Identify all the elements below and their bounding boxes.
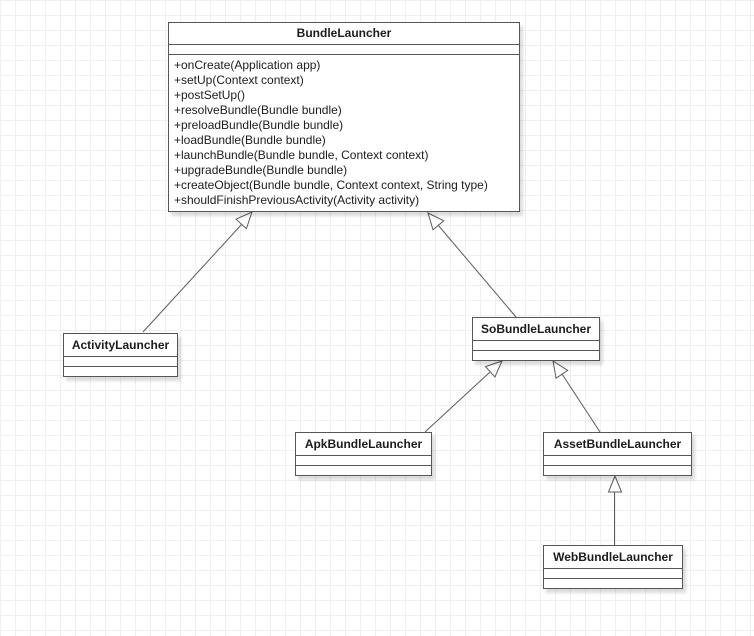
class-box-activitylauncher[interactable]: ActivityLauncher	[63, 333, 178, 377]
attributes-compartment	[64, 357, 177, 367]
class-box-assetbundlelauncher[interactable]: AssetBundleLauncher	[543, 432, 692, 476]
method-item: +setUp(Context context)	[174, 73, 304, 87]
class-title: ApkBundleLauncher	[296, 433, 431, 456]
method-item: +resolveBundle(Bundle bundle)	[174, 103, 342, 117]
class-title: WebBundleLauncher	[544, 546, 682, 569]
class-title: SoBundleLauncher	[473, 318, 599, 341]
attributes-compartment	[296, 456, 431, 466]
method-item: +shouldFinishPreviousActivity(Activity a…	[174, 193, 420, 207]
method-item: +loadBundle(Bundle bundle)	[174, 133, 326, 147]
class-title: ActivityLauncher	[64, 334, 177, 357]
class-box-sobundlelauncher[interactable]: SoBundleLauncher	[472, 317, 600, 361]
method-item: +createObject(Bundle bundle, Context con…	[174, 178, 488, 192]
attributes-compartment	[473, 341, 599, 351]
class-box-bundlelauncher[interactable]: BundleLauncher +onCreate(Application app…	[168, 22, 520, 212]
method-item: +onCreate(Application app)	[174, 58, 321, 72]
method-item: +upgradeBundle(Bundle bundle)	[174, 163, 348, 177]
class-box-apkbundlelauncher[interactable]: ApkBundleLauncher	[295, 432, 432, 476]
methods-compartment	[544, 579, 682, 588]
generalization-arrow-apk-to-so[interactable]	[424, 360, 503, 433]
attributes-compartment	[544, 456, 691, 466]
attributes-compartment	[544, 569, 682, 579]
class-title: BundleLauncher	[169, 23, 519, 45]
generalization-arrow-web-to-asset[interactable]	[607, 474, 623, 545]
methods-compartment	[544, 466, 691, 475]
class-title: AssetBundleLauncher	[544, 433, 691, 456]
class-box-webbundlelauncher[interactable]: WebBundleLauncher	[543, 545, 683, 589]
generalization-arrow-activity-to-bundle[interactable]	[142, 211, 253, 333]
methods-compartment: +onCreate(Application app) +setUp(Contex…	[169, 55, 519, 211]
generalization-arrow-so-to-bundle[interactable]	[427, 212, 517, 318]
method-item: +postSetUp()	[174, 88, 246, 102]
method-item: +launchBundle(Bundle bundle, Context con…	[174, 148, 429, 162]
methods-compartment	[473, 351, 599, 360]
attributes-compartment	[169, 45, 519, 55]
methods-compartment	[296, 466, 431, 475]
method-item: +preloadBundle(Bundle bundle)	[174, 118, 344, 132]
methods-compartment	[64, 367, 177, 376]
generalization-arrow-asset-to-so[interactable]	[552, 359, 601, 433]
